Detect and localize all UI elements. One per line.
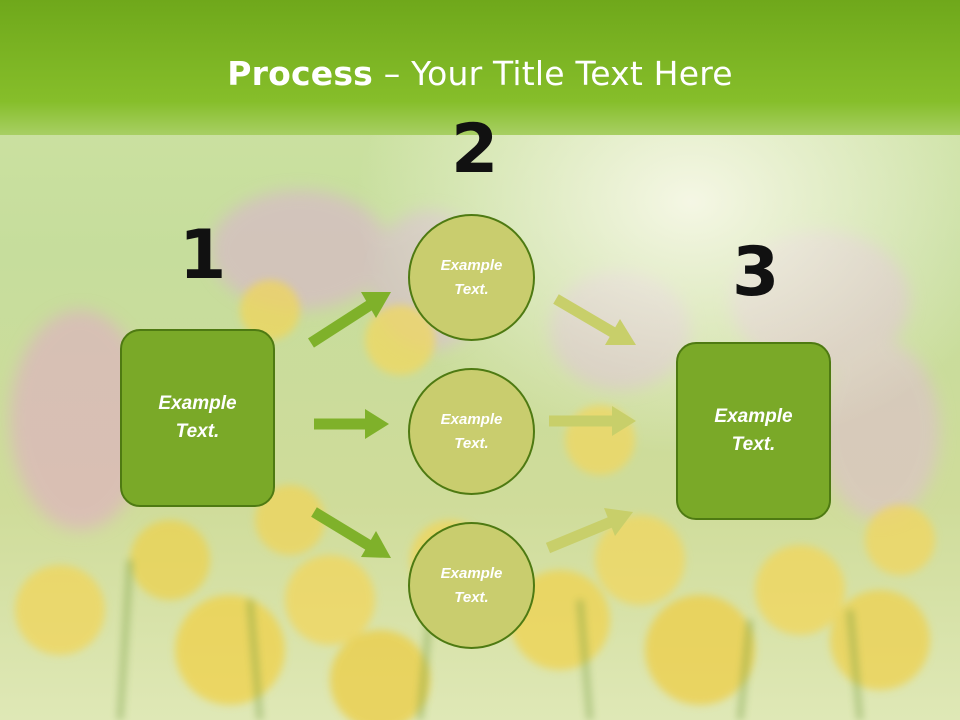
circle-1-line-1: Example (440, 257, 503, 275)
title-rest: – Your Title Text Here (373, 54, 733, 93)
right-box-line-2: Text. (731, 434, 776, 455)
circle-1-line-2: Text. (454, 280, 489, 298)
arrow-to-circle-1 (308, 292, 391, 348)
right-box-line-1: Example (714, 405, 793, 427)
step-number-1: 1 (179, 216, 227, 295)
arrow-from-circle-3 (545, 508, 633, 554)
left-box-line-2: Text. (175, 421, 220, 442)
arrow-to-circle-3 (311, 507, 391, 558)
arrow-from-circle-1 (553, 294, 636, 345)
arrow-from-circle-2 (549, 406, 636, 436)
circle-3-line-2: Text. (454, 588, 489, 606)
left-box-line-1: Example (158, 392, 237, 414)
circle-2-line-1: Example (440, 411, 503, 429)
step-number-2: 2 (451, 110, 499, 189)
arrow-to-circle-2 (314, 409, 389, 439)
step-number-3: 3 (732, 233, 780, 312)
slide-title: Process – Your Title Text Here (0, 54, 960, 93)
circle-3-line-1: Example (440, 565, 503, 583)
title-bold: Process (227, 54, 374, 93)
circle-2-line-2: Text. (454, 434, 489, 452)
